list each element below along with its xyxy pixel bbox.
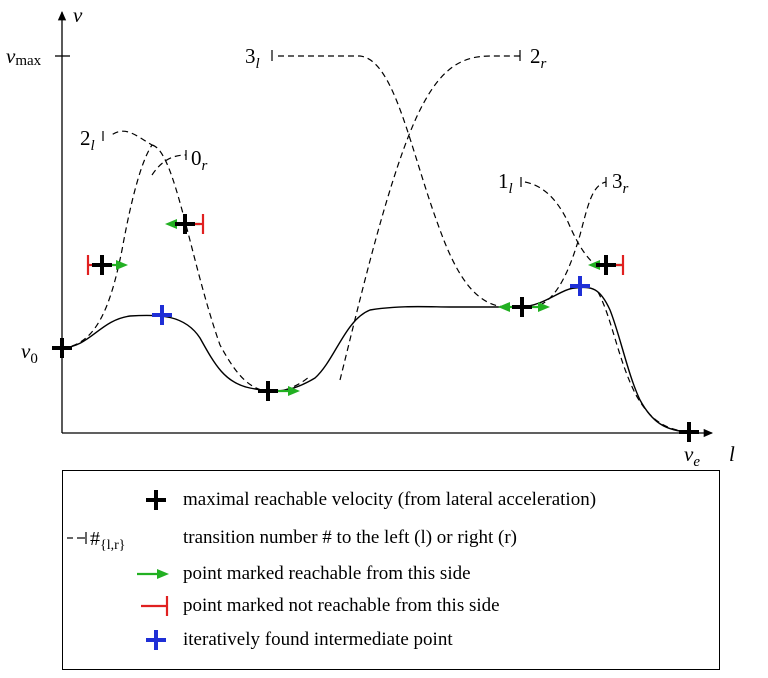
transition-label-3r: 3r	[612, 169, 629, 197]
transition-label-3l: 3l	[245, 44, 260, 72]
legend-row-green-arrow: point marked reachable from this side	[63, 559, 719, 589]
legend-text: point marked reachable from this side	[183, 563, 471, 584]
transition-label-1l: 1l	[498, 169, 513, 197]
blue-plus-icon	[146, 630, 166, 650]
legend-text: point marked not reachable from this sid…	[183, 595, 500, 616]
black-plus-icon	[512, 297, 532, 317]
transition-label-0r: 0r	[191, 146, 208, 174]
black-plus-icon	[175, 214, 195, 234]
legend: maximal reachable velocity (from lateral…	[62, 470, 720, 670]
blue-plus-icon	[570, 276, 590, 296]
transition-label-2l: 2l	[80, 126, 95, 154]
legend-text: iteratively found intermediate point	[183, 629, 453, 650]
transition-curve-0r	[151, 144, 311, 393]
transition-curve-3r	[539, 181, 607, 306]
legend-row-blue-plus: iteratively found intermediate point	[63, 625, 719, 655]
blue-plus-icon	[152, 305, 172, 325]
transition-labels: 2l 0r 3l 2r 1l 3r	[80, 44, 629, 197]
legend-row-black-plus: maximal reachable velocity (from lateral…	[63, 485, 719, 515]
legend-row-transition: #{l,r} transition number # to the left (…	[63, 523, 719, 553]
transition-curve-0r-top	[151, 154, 187, 176]
green-arrow-icon	[137, 569, 169, 579]
transition-curve-2r	[339, 55, 520, 381]
legend-row-red-bar: point marked not reachable from this sid…	[63, 591, 719, 621]
velocity-profile-curve	[61, 286, 691, 433]
black-plus-icon	[146, 490, 166, 510]
legend-text: transition number # to the left (l) or r…	[183, 527, 517, 548]
vmax-label: vmax	[6, 44, 42, 69]
red-bar-icon	[141, 596, 169, 616]
v0-label: v0	[21, 339, 38, 367]
ve-label: ve	[684, 442, 700, 470]
y-axis-label: v	[73, 3, 83, 27]
transition-symbol-icon: #{l,r}	[67, 528, 126, 553]
black-plus-icon	[52, 338, 72, 358]
transition-curve-2l	[61, 130, 153, 349]
black-plus-icon	[596, 255, 616, 275]
velocity-profile-diagram: v l vmax v0 ve 2l 0r 3l 2r 1l 3r	[6, 3, 735, 470]
black-plus-icon	[92, 255, 112, 275]
transition-label-2r: 2r	[530, 44, 547, 72]
svg-text:#{l,r}: #{l,r}	[90, 528, 126, 553]
black-plus-icon	[258, 381, 278, 401]
legend-text: maximal reachable velocity (from lateral…	[183, 489, 597, 510]
transition-curve-1l	[524, 181, 601, 269]
x-axis-label: l	[729, 442, 735, 466]
black-plus-icon	[679, 422, 699, 442]
transition-curve-3l	[278, 55, 520, 308]
